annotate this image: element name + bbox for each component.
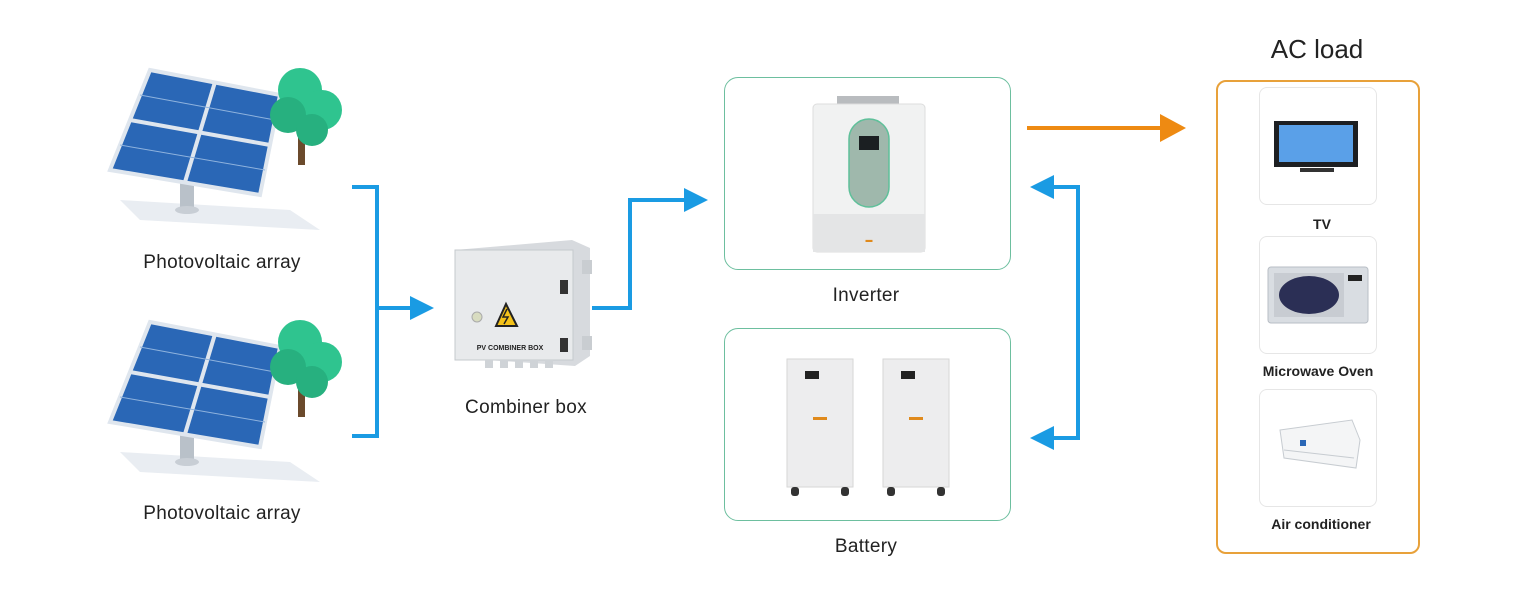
inverter-card: ▬: [724, 77, 1011, 270]
solar-panel-icon: [107, 67, 342, 230]
combiner-to-inverter-arrow: [592, 198, 688, 310]
arrowhead: [1030, 175, 1054, 199]
tv-label: TV: [1313, 216, 1331, 232]
ac-load-title: AC load: [1270, 34, 1364, 64]
solar-panel-icon: [107, 319, 342, 482]
battery-label: Battery: [834, 536, 898, 557]
tv-card: [1259, 87, 1377, 205]
air-conditioner-icon: [1279, 419, 1361, 469]
pv-array-label-1: Photovoltaic array: [143, 252, 301, 273]
air-conditioner-label: Air conditioner: [1271, 516, 1371, 532]
battery-icon: [786, 358, 950, 496]
tv-icon: [1274, 121, 1358, 172]
arrowhead: [1160, 114, 1186, 142]
arrowhead: [1030, 426, 1054, 450]
arrowhead: [684, 188, 708, 212]
inverter-label: Inverter: [832, 285, 900, 306]
inverter-icon: ▬: [812, 96, 926, 253]
microwave-card: [1259, 236, 1377, 354]
arrowhead: [410, 296, 434, 320]
pv-bracket-arrow: [352, 185, 414, 438]
combiner-plate-text: PV COMBINER BOX: [477, 345, 544, 352]
microwave-icon: [1267, 266, 1369, 324]
microwave-label: Microwave Oven: [1262, 363, 1374, 379]
inverter-battery-arrow: [1050, 185, 1080, 440]
air-conditioner-card: [1259, 389, 1377, 507]
battery-card: [724, 328, 1011, 521]
combiner-box-icon: PV COMBINER BOX: [454, 240, 592, 368]
svg-text:▬: ▬: [866, 237, 873, 244]
pv-array-label-2: Photovoltaic array: [143, 503, 301, 524]
combiner-label: Combiner box: [465, 397, 587, 418]
ac-load-panel: [1216, 80, 1420, 554]
